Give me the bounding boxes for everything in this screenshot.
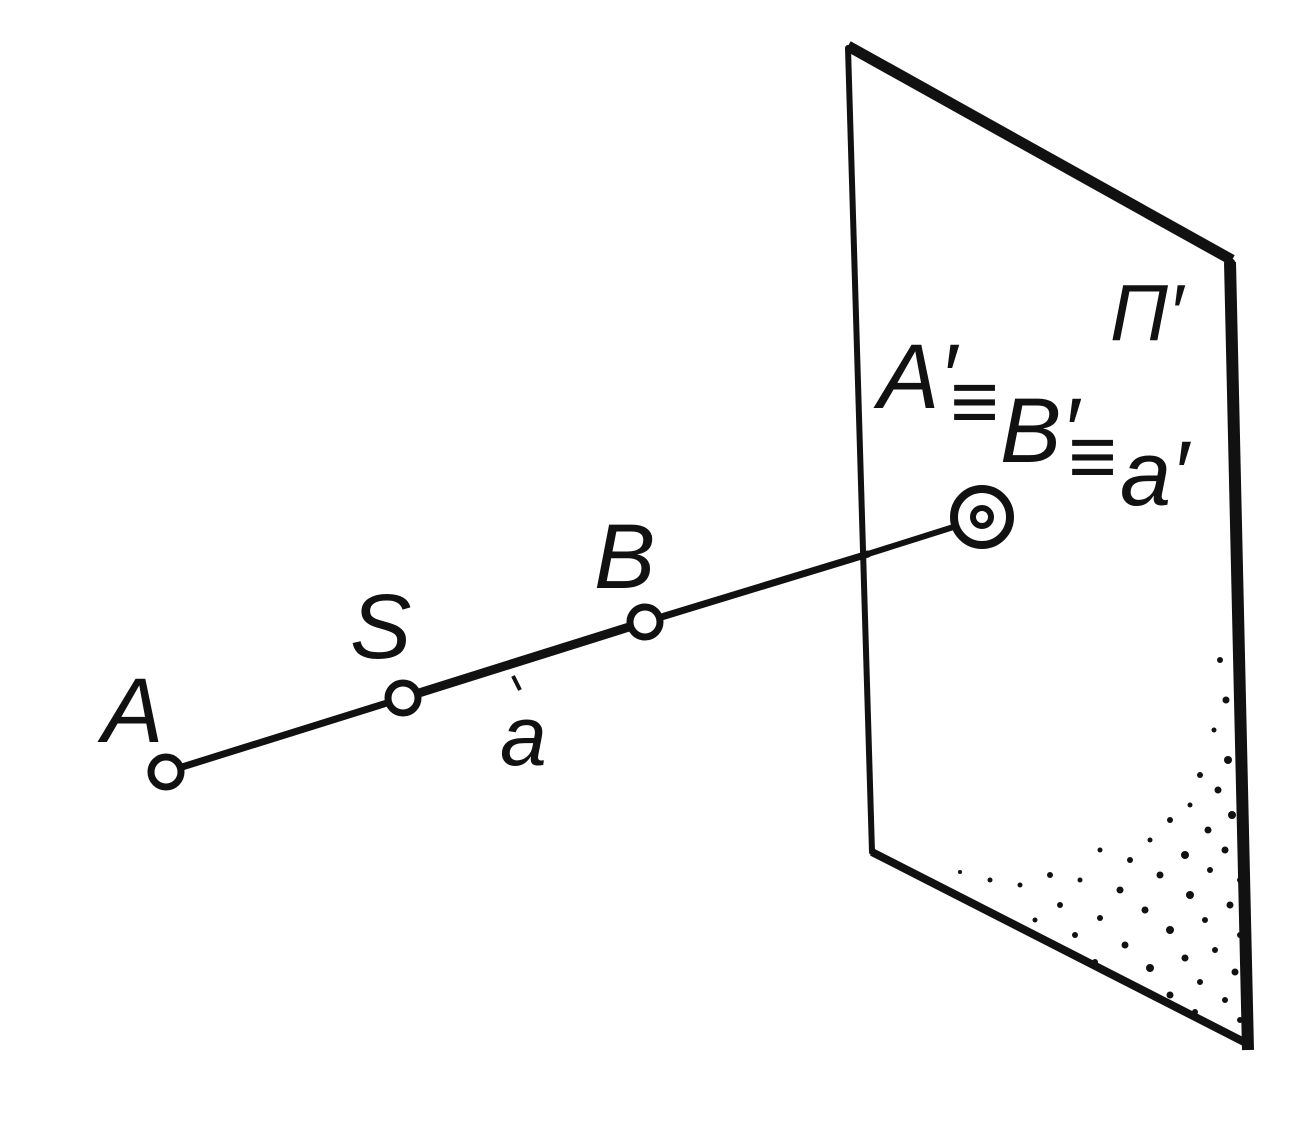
plane-right-edge	[1224, 261, 1254, 1051]
point-A	[147, 753, 185, 791]
projecting-line-a	[162, 515, 985, 776]
point-B	[626, 603, 664, 641]
label-B-prime: B′	[1000, 380, 1081, 482]
projection-plane	[845, 41, 1254, 1051]
label-equiv-1: ≡	[950, 354, 999, 448]
point-projection	[950, 485, 1014, 549]
label-a-leader	[511, 675, 522, 691]
point-S	[384, 679, 422, 717]
plane-bottom-edge	[870, 848, 1252, 1049]
label-S: S	[350, 576, 411, 678]
label-equiv-2: ≡	[1068, 409, 1117, 503]
plane-top-edge	[845, 41, 1235, 265]
label-a: a	[500, 689, 547, 783]
label-A: A	[97, 660, 163, 762]
label-A-prime: A′	[873, 326, 959, 428]
label-plane: Π′	[1110, 268, 1186, 357]
plane-shading	[958, 657, 1243, 1033]
label-B: B	[594, 506, 655, 608]
label-a-prime: a′	[1120, 423, 1191, 525]
